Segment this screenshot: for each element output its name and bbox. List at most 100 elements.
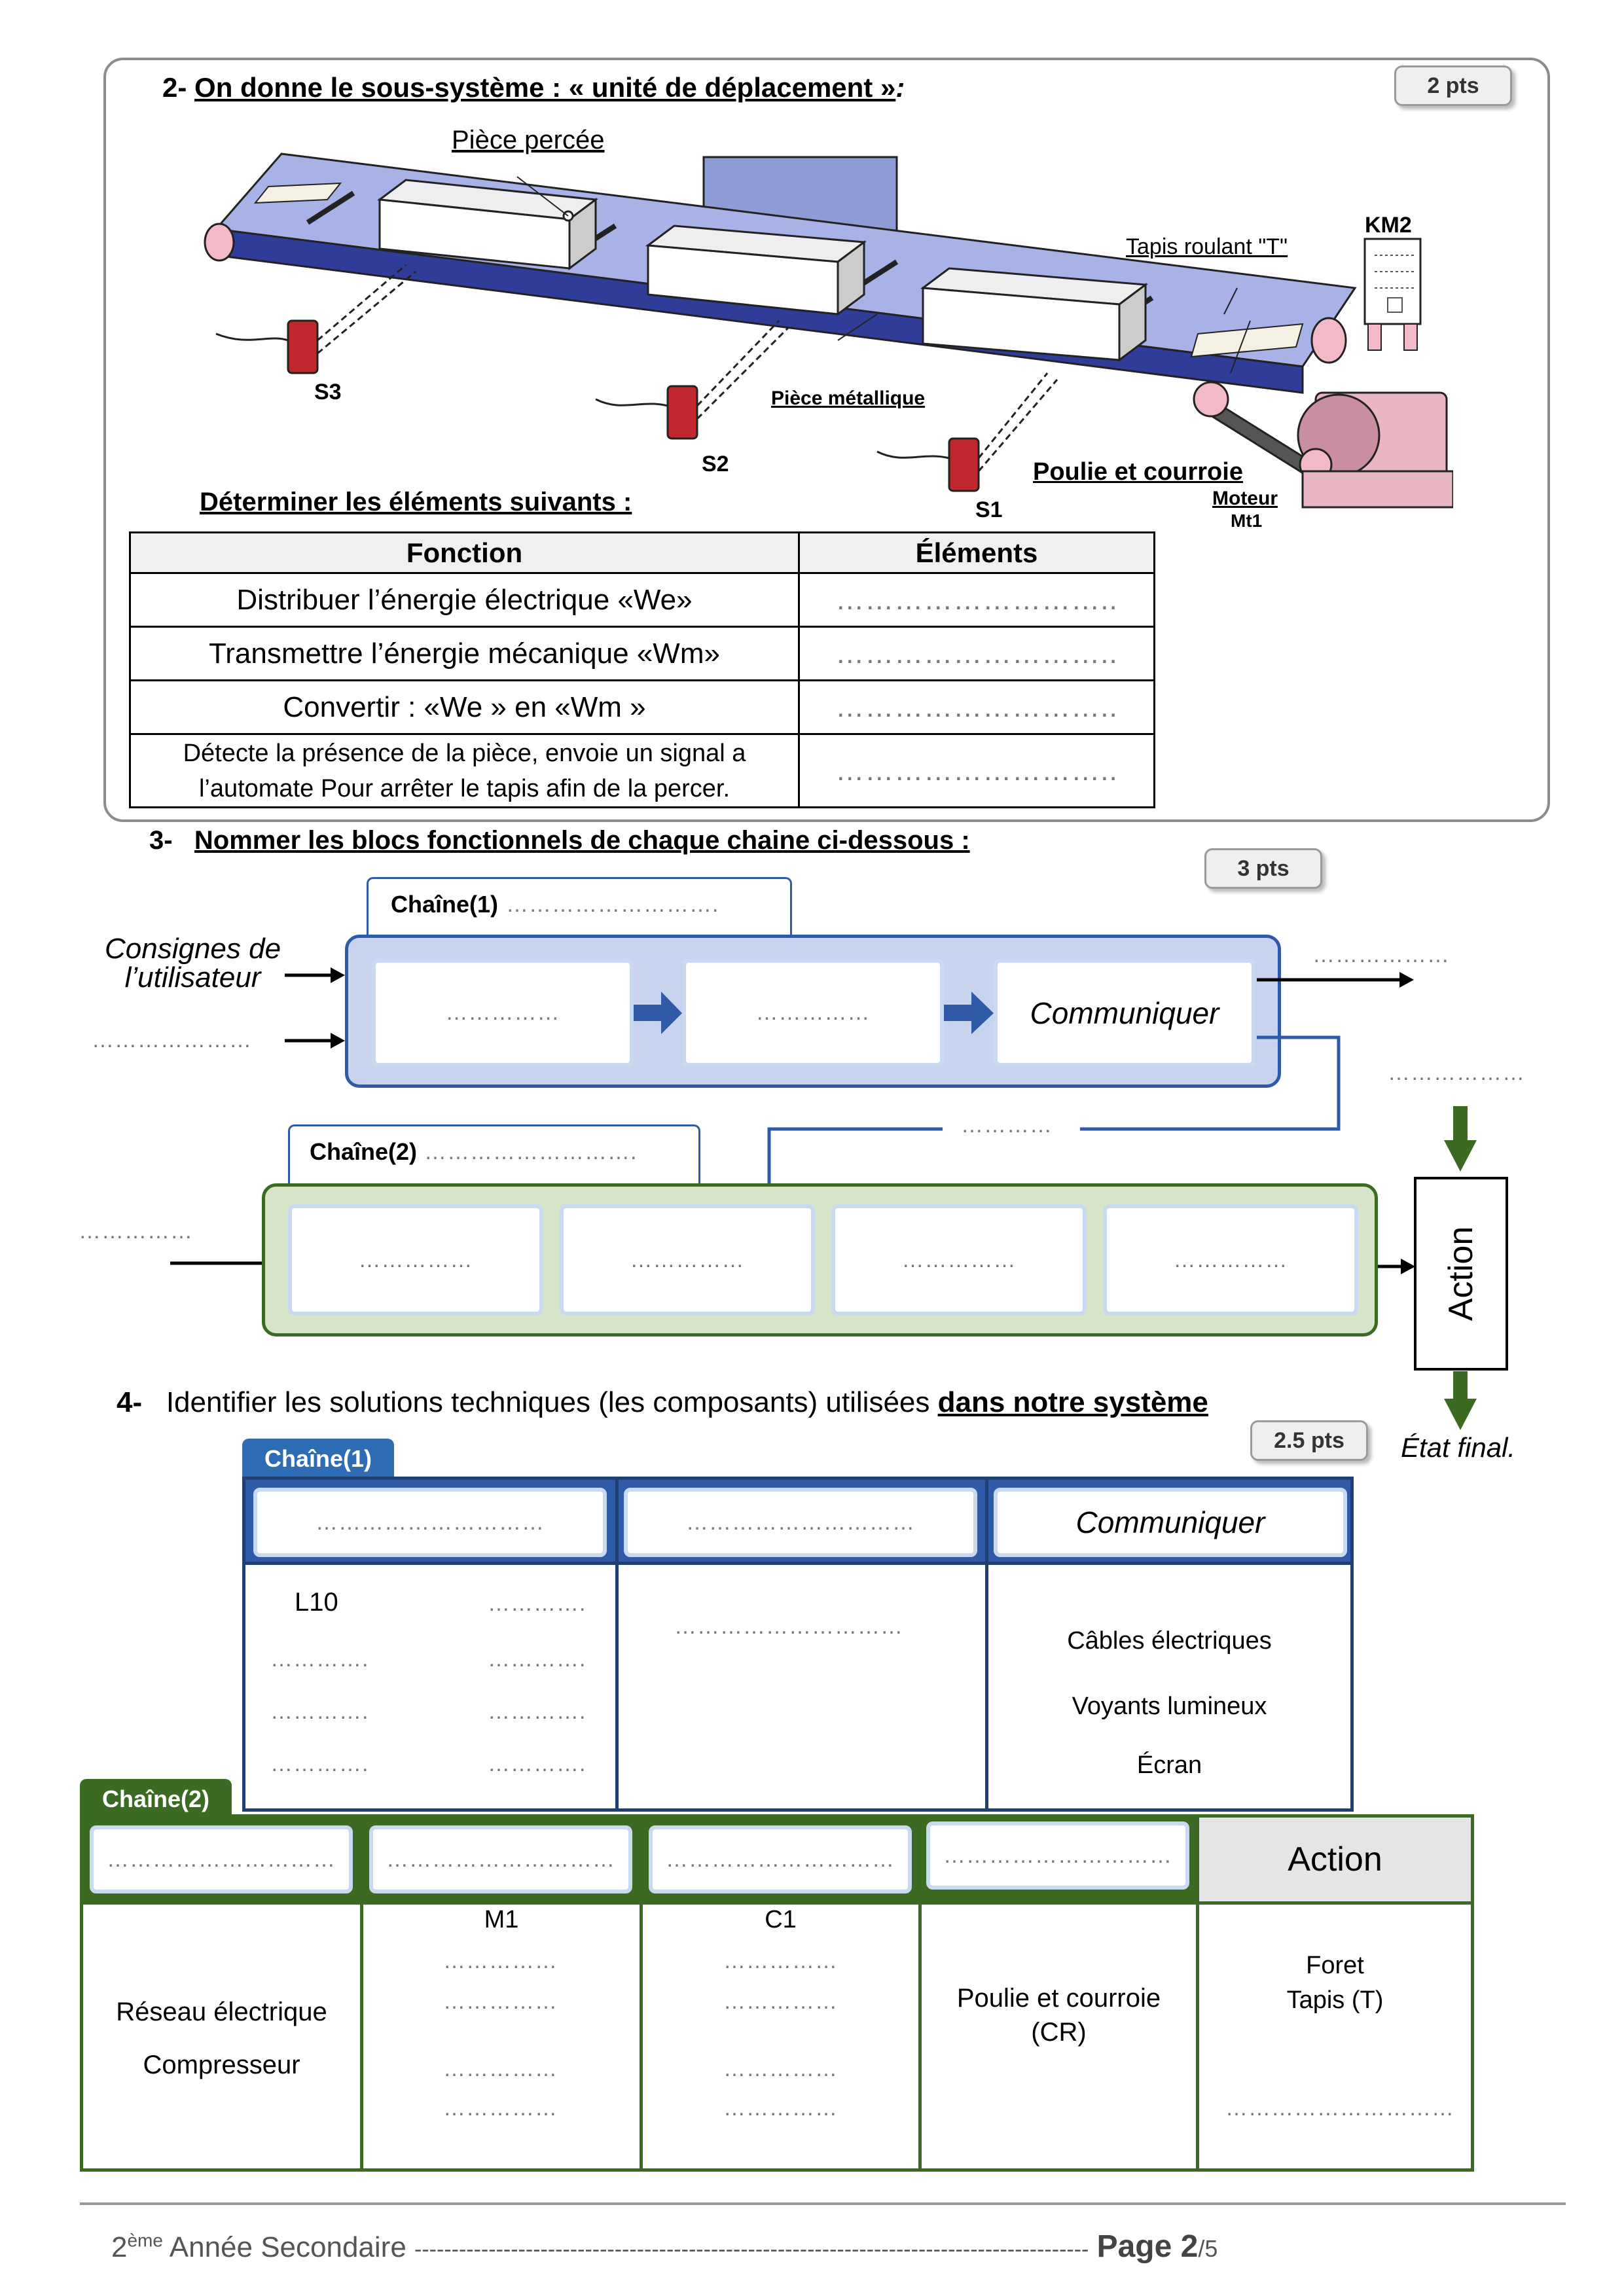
chain2-block-4[interactable]: …………… (1103, 1204, 1358, 1316)
right-roller (1310, 317, 1347, 364)
answer-dots[interactable]: …………… (723, 1989, 838, 2014)
element-answer[interactable]: ……………………….. (798, 626, 1155, 681)
poulie-line: Poulie et courroie (956, 1984, 1161, 2013)
etat-final-label: État final. (1401, 1432, 1516, 1463)
element-answer[interactable]: ……………………….. (798, 733, 1155, 808)
chain1-block-communiquer: Communiquer (994, 959, 1255, 1067)
header-dots: ………………………… (686, 1509, 915, 1535)
answer-dots[interactable]: …………. (270, 1699, 369, 1724)
fonction-cell: Transmettre l’énergie mécanique «Wm» (129, 626, 800, 681)
chain1-block-2[interactable]: …………… (682, 959, 944, 1067)
block-dots: …………… (445, 1000, 560, 1025)
header-elements: Éléments (798, 531, 1155, 574)
chain2-block-3[interactable]: …………… (831, 1204, 1087, 1316)
label-piece-percee: Pièce percée (452, 126, 605, 154)
functions-table: Fonction Éléments Distribuer l’énergie é… (129, 531, 1155, 808)
chain2-header-action: Action (1199, 1818, 1471, 1901)
chain1-table: ………………………… ………………………… Communiquer L10 ……… (242, 1477, 1354, 1812)
section-3-title-text: Nommer les blocs fonctionnels de chaque … (194, 826, 970, 855)
component-cables: Câbles électriques (1067, 1627, 1272, 1655)
label-poulie: Poulie et courroie (1033, 458, 1243, 486)
output-dots[interactable]: ……………… (1312, 942, 1450, 967)
consignes-label: Consignes de l’utilisateur (105, 935, 281, 992)
consignes-line: Consignes de (105, 933, 281, 965)
section-4-number: 4- (117, 1386, 143, 1418)
answer-dots[interactable]: …………… (723, 2056, 838, 2081)
answer-dots[interactable]: …………… (443, 1989, 558, 2014)
answer-dots[interactable]: …………. (488, 1591, 586, 1616)
component-tapis: Tapis (T) (1286, 1986, 1384, 2014)
answer-dots[interactable]: ………………………… (674, 1614, 903, 1639)
chain2-block-1[interactable]: …………… (288, 1204, 543, 1316)
divider (985, 1480, 988, 1808)
answer-dots[interactable]: …………… (443, 2096, 558, 2121)
input-dots[interactable]: …………… (79, 1219, 193, 1244)
answer-dots[interactable]: ………………………… (1225, 2096, 1454, 2121)
action-box: Action (1414, 1177, 1508, 1371)
title-suffix: : (895, 72, 905, 103)
chain1-header-1[interactable]: ………………………… (253, 1488, 607, 1557)
answer-dots[interactable]: …………. (270, 1647, 369, 1672)
element-answer[interactable]: ……………………….. (798, 572, 1155, 628)
section-2-number: 2- (162, 72, 187, 103)
entry-arrow (253, 182, 342, 204)
chain2-header-1[interactable]: ………………………… (90, 1825, 353, 1893)
section-4-title: 4- Identifier les solutions techniques (… (117, 1386, 1208, 1419)
header-dots: ………………………… (107, 1846, 336, 1872)
header-dots: ………………………… (943, 1842, 1172, 1868)
answer-dots[interactable]: …………… (443, 1948, 558, 1973)
section-4-title-text: Identifier les solutions techniques (les… (166, 1386, 938, 1418)
sensors (215, 264, 1058, 492)
label-km2: KM2 (1365, 213, 1412, 238)
footer-sup: ème (127, 2230, 163, 2251)
km2-contactor (1363, 238, 1422, 351)
block-dots: …………… (755, 1000, 871, 1025)
component-poulie: Poulie et courroie (CR) (922, 1981, 1196, 2049)
fonction-line: l’automate Pour arrêter le tapis afin de… (198, 774, 731, 802)
points-badge: 2.5 pts (1250, 1420, 1368, 1461)
divider (360, 1818, 363, 2168)
label-piece-metallique: Pièce métallique (771, 387, 926, 409)
chain2-table-tab: Chaîne(2) (80, 1779, 232, 1820)
belt-arrow (1190, 323, 1304, 358)
block-dots: …………… (358, 1247, 473, 1272)
motor (1193, 381, 1453, 509)
element-answer[interactable]: ……………………….. (798, 679, 1155, 735)
chain1-header-2[interactable]: ………………………… (624, 1488, 977, 1557)
page-number: Page 2 (1096, 2229, 1199, 2264)
component-voyants: Voyants lumineux (1072, 1693, 1267, 1720)
label-s2: S2 (702, 452, 729, 476)
chain2-tab: Chaîne(2) ………………………. (288, 1124, 700, 1185)
footer-rule (80, 2202, 1566, 2205)
answer-dots[interactable]: …………… (443, 2056, 558, 2081)
conveyor-figure (204, 152, 1453, 509)
link-dots[interactable]: ………… (961, 1113, 1053, 1138)
answer-dots[interactable]: …………. (488, 1751, 586, 1776)
chain1-name-dots[interactable]: ………………………. (506, 892, 719, 917)
left-roller (204, 223, 235, 262)
output-dots[interactable]: ……………… (1388, 1060, 1525, 1085)
chain2-header-4[interactable]: ………………………… (926, 1821, 1189, 1890)
divider (615, 1480, 619, 1808)
answer-dots[interactable]: …………… (723, 2096, 838, 2121)
communiquer-label: Communiquer (1075, 1505, 1265, 1539)
action-label: Action (1288, 1840, 1382, 1878)
chain1-block-1[interactable]: …………… (372, 959, 634, 1067)
label-tapis: Tapis roulant "T" (1126, 234, 1288, 259)
chain1-label: Chaîne(1) (391, 891, 499, 918)
answer-dots[interactable]: …………. (488, 1699, 586, 1724)
component-l10: L10 (295, 1588, 338, 1617)
input-dots[interactable]: ………………… (92, 1028, 252, 1052)
pieces (377, 179, 1149, 362)
block-dots: …………… (901, 1247, 1017, 1272)
chain2-header-2[interactable]: ………………………… (369, 1825, 632, 1893)
answer-dots[interactable]: …………. (488, 1647, 586, 1672)
points-badge: 2 pts (1394, 65, 1512, 106)
chain2-block-2[interactable]: …………… (560, 1204, 815, 1316)
answer-dots[interactable]: …………… (723, 1948, 838, 1973)
chain2-header-3[interactable]: ………………………… (649, 1825, 912, 1893)
chain2-name-dots[interactable]: ………………………. (424, 1139, 638, 1164)
component-m1: M1 (484, 1906, 519, 1933)
answer-dots[interactable]: …………. (270, 1751, 369, 1776)
section-2-title-text: On donne le sous-système : « unité de dé… (194, 72, 896, 103)
